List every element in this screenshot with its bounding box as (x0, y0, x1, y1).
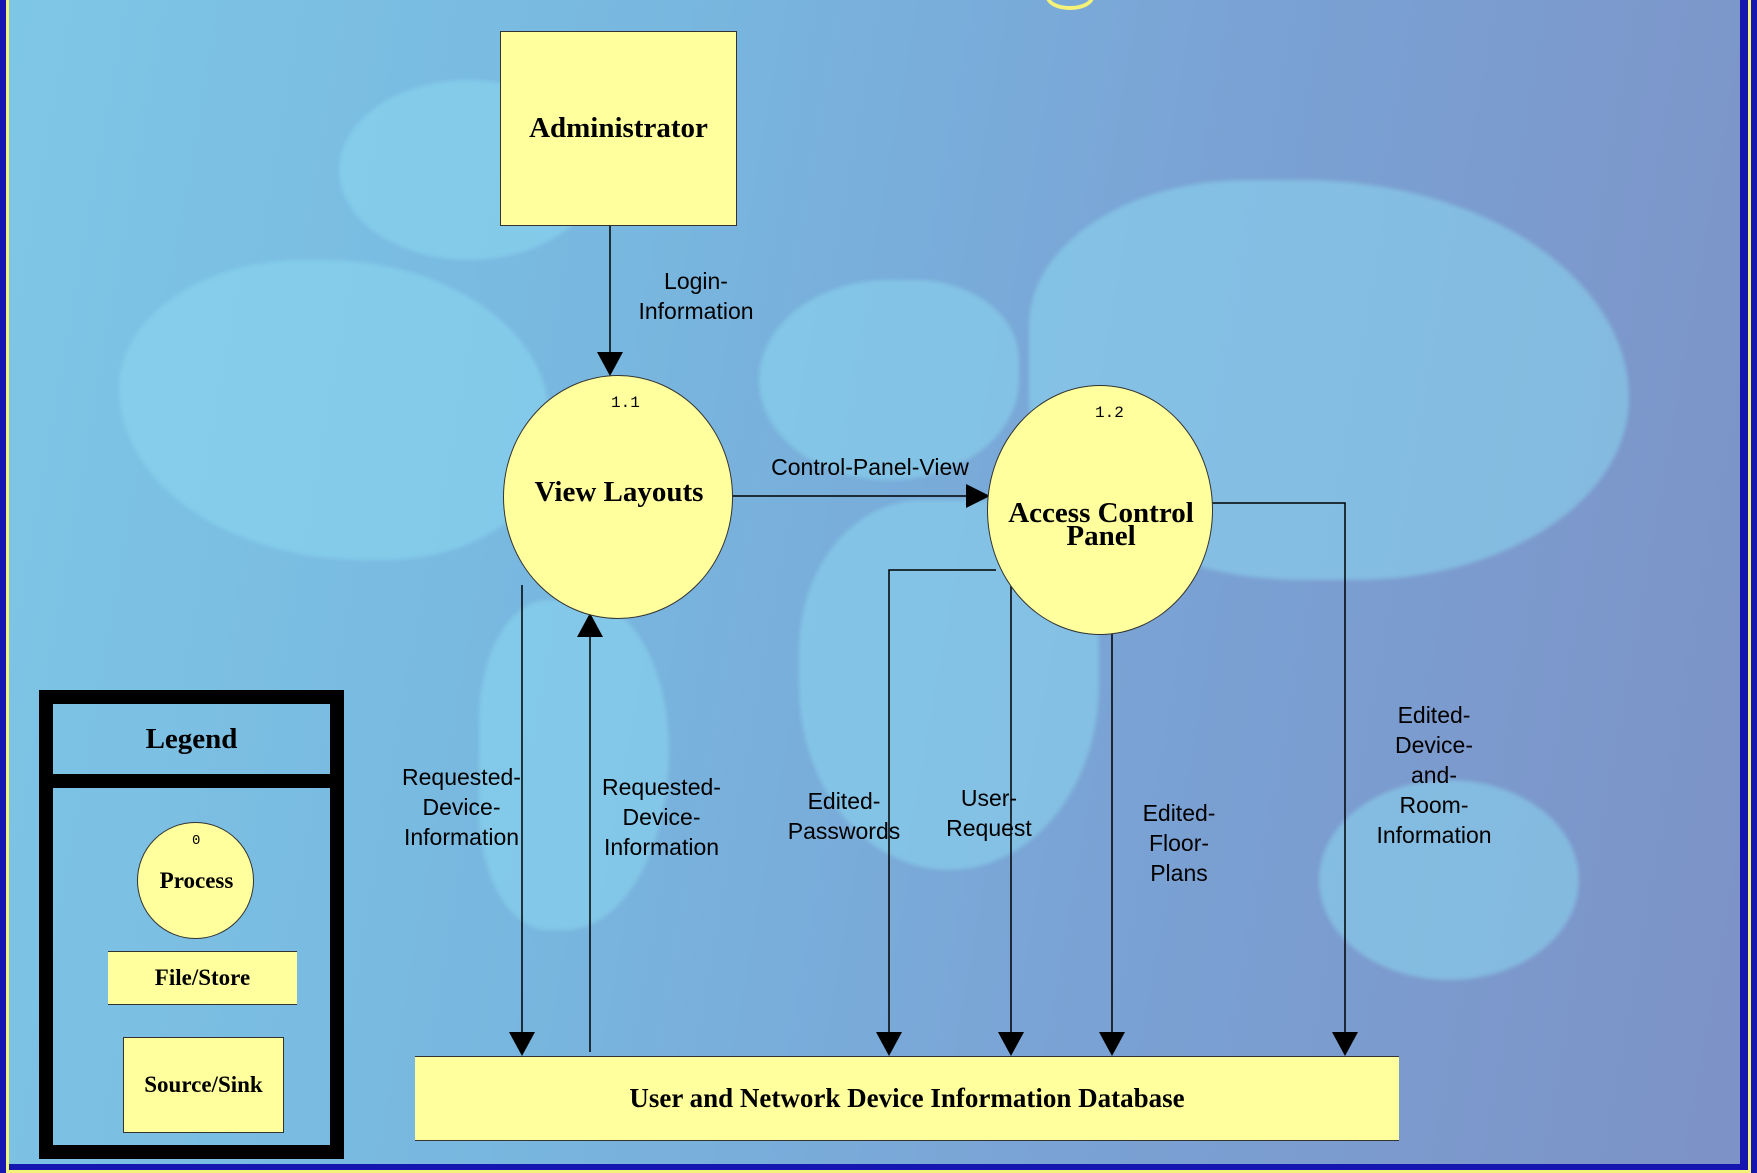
flow-label-line: Room- (1399, 792, 1469, 818)
map-south-america (479, 600, 669, 930)
administrator-label: Administrator (529, 112, 708, 144)
legend-source-sink-label: Source/Sink (144, 1072, 263, 1097)
flow-label-line: Edited- (1397, 702, 1471, 728)
flow-label-line: Login- (664, 268, 728, 294)
process-label-view-layouts: View Layouts (534, 476, 704, 508)
legend-divider (53, 774, 330, 788)
flow-label-line: Request (946, 815, 1032, 841)
legend-source-sink-symbol: Source/Sink (123, 1037, 284, 1133)
flow-label-line: Passwords (787, 818, 901, 844)
flow-label-line: Edited- (1142, 800, 1216, 826)
flow-label-line: Information (603, 834, 720, 860)
flow-label-requested-device-information-up: Requested- Device- Information (584, 772, 739, 862)
process-id-1-1: 1.1 (611, 394, 640, 412)
arrowhead-requested-up (577, 613, 603, 637)
flow-label-line: Edited- (807, 788, 881, 814)
flow-label-line: Plans (1150, 860, 1208, 886)
flow-label-line: Information (403, 824, 520, 850)
flow-label-login-information: Login- Information (626, 266, 766, 326)
process-id-1-2: 1.2 (1095, 404, 1124, 422)
flow-label-line: and- (1410, 762, 1458, 788)
flow-line-edited-passwords (888, 569, 996, 1032)
flow-label-line: User- (960, 785, 1018, 811)
flow-label-line: Information (638, 298, 754, 324)
arrowhead-edited-device-room (1332, 1032, 1358, 1056)
arrowhead-edited-passwords (876, 1032, 902, 1056)
flow-label-line: Requested- (402, 764, 521, 790)
flow-label-edited-floor-plans: Edited- Floor- Plans (1124, 798, 1234, 888)
map-europe (759, 280, 1019, 480)
legend-store-symbol: File/Store (108, 951, 297, 1005)
flow-line-edited-device-room (1208, 502, 1346, 1032)
arrowhead-requested-down (509, 1032, 535, 1056)
process-view-layouts: 1.1 View Layouts (503, 375, 733, 619)
diagram-canvas: Administrator 1.1 View Layouts 1.2 Acces… (9, 0, 1740, 1164)
flow-label-user-request: User- Request (929, 783, 1049, 843)
legend-process-id: 0 (192, 833, 201, 849)
flow-label-line: Device- (422, 794, 501, 820)
arrowhead-user-request (998, 1032, 1024, 1056)
data-store-label: User and Network Device Information Data… (629, 1083, 1185, 1113)
flow-label-requested-device-information-down: Requested- Device- Information (384, 762, 539, 852)
legend: Legend 0 Process File/Store Source/Sink (39, 690, 344, 1159)
flow-label-control-panel-view: Control-Panel-View (771, 454, 969, 480)
process-label-line-1: Access Control (1008, 497, 1194, 529)
flow-label-line: Information (1376, 822, 1492, 848)
arrowhead-login (597, 352, 623, 376)
legend-process-label: Process (159, 868, 234, 893)
process-label-access-control-panel: Access Control Panel (988, 497, 1214, 552)
flow-lines (509, 225, 1358, 1056)
map-north-america (119, 260, 549, 560)
legend-title: Legend (145, 722, 238, 755)
process-label-line-2: Panel (1066, 520, 1136, 552)
arrowhead-edited-floor-plans (1099, 1032, 1125, 1056)
administrator-entity: Administrator (500, 31, 737, 226)
process-access-control-panel: 1.2 Access Control Panel (987, 385, 1213, 635)
legend-process-symbol: 0 Process (137, 822, 254, 939)
flow-label-edited-device-and-room-information: Edited- Device- and- Room- Information (1359, 700, 1509, 850)
data-store-database: User and Network Device Information Data… (415, 1056, 1399, 1141)
slide-frame (6, 0, 1751, 1173)
flow-label-edited-passwords: Edited- Passwords (774, 786, 914, 846)
flow-label-line: Device- (1395, 732, 1473, 758)
map-australia (1319, 780, 1579, 980)
arrowhead-control-panel-view (966, 484, 990, 508)
flow-label-line: Device- (622, 804, 701, 830)
flow-label-line: Requested- (602, 774, 721, 800)
flow-label-line: Floor- (1148, 830, 1210, 856)
legend-store-label: File/Store (154, 965, 251, 990)
